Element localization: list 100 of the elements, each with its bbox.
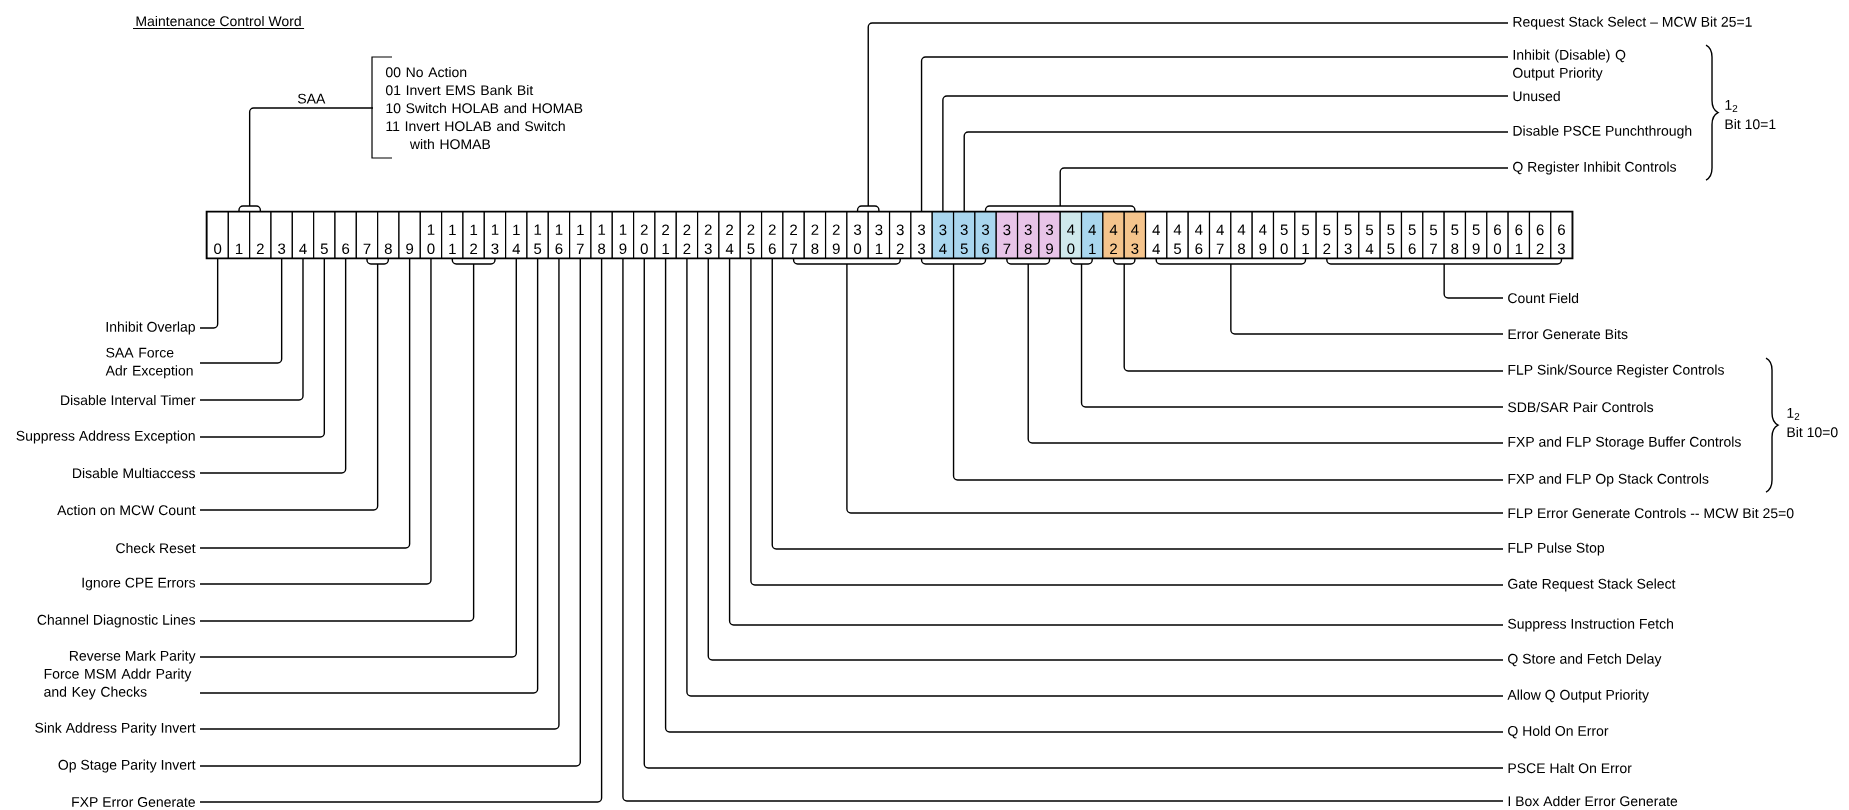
bit-cell: 1 0 — [419, 211, 443, 259]
bit-cell: 4 8 — [1230, 211, 1253, 259]
bit-cell: 5 7 — [1422, 211, 1445, 259]
leader-line — [238, 107, 374, 213]
bit-cell: 6 2 — [1528, 211, 1552, 259]
bit-cell: 1 — [227, 211, 251, 259]
leader-line — [199, 257, 304, 401]
bit-cell: 5 9 — [1464, 211, 1488, 259]
field-label: Inhibit (Disable) Q Output Priority — [1513, 49, 1626, 81]
bit-cell: 3 4 — [931, 211, 955, 259]
field-label: Disable Multiaccess — [73, 467, 196, 479]
bit-cell: 2 1 — [654, 211, 677, 259]
bit-cell: 7 — [355, 211, 379, 259]
leader-line — [199, 257, 411, 549]
field-label: PSCE Halt On Error — [1508, 762, 1632, 774]
field-label: FXP and FLP Op Stack Controls — [1508, 473, 1709, 487]
bit-cell: 6 0 — [1486, 211, 1509, 259]
bit-cell: 3 0 — [846, 211, 869, 259]
bit-cell: 1 6 — [547, 211, 571, 259]
bit-cell: 2 6 — [761, 211, 784, 259]
bit-cell: 1 2 — [462, 211, 485, 259]
bit-cell: 2 4 — [718, 211, 741, 259]
bit-cell: 5 8 — [1443, 211, 1467, 259]
bit-cell: 1 7 — [569, 211, 592, 259]
field-label: Q Register Inhibit Controls — [1513, 161, 1677, 175]
bit-cell: 3 6 — [974, 211, 997, 259]
edge-label: SAA — [297, 93, 326, 104]
leader-line — [199, 257, 325, 438]
bit-cell: 3 — [270, 211, 293, 259]
bit-cell: 1 3 — [483, 211, 507, 259]
bit-cell: 2 3 — [697, 211, 720, 259]
bit-cell: 4 — [291, 211, 315, 259]
field-label: Q Store and Fetch Delay — [1508, 653, 1662, 667]
field-label: Suppress Instruction Fetch — [1508, 618, 1673, 632]
bit-cell: 4 6 — [1187, 211, 1211, 259]
leader-line — [1112, 257, 1504, 372]
bit-cell: 2 5 — [739, 211, 763, 259]
bit-cell: 1 9 — [611, 211, 635, 259]
bit-cell: 1 5 — [526, 211, 549, 259]
field-label: Gate Request Stack Select — [1508, 578, 1676, 592]
field-label: Sink Address Parity Invert — [35, 722, 196, 736]
field-label: FXP and FLP Storage Buffer Controls — [1508, 436, 1741, 450]
bit-cell: 5 3 — [1336, 211, 1360, 259]
bit-cell: 5 4 — [1358, 211, 1381, 259]
field-label: Q Hold On Error — [1508, 725, 1609, 739]
bit-cell: 6 1 — [1507, 211, 1531, 259]
leader-line — [856, 22, 1509, 213]
bit-cell: 5 2 — [1315, 211, 1339, 259]
bit-cell: 3 5 — [952, 211, 976, 259]
bit-cell: 9 — [398, 211, 421, 259]
bit-cell: 5 1 — [1294, 211, 1317, 259]
leader-line — [1326, 257, 1563, 299]
field-label: Ignore CPE Errors — [82, 577, 196, 591]
bit-cell: 6 — [334, 211, 357, 259]
field-label: Count Field — [1508, 292, 1579, 304]
bit-cell: 4 4 — [1144, 211, 1168, 259]
leader-line — [1070, 257, 1504, 408]
field-label: FLP Error Generate Controls -- MCW Bit 25=0 — [1508, 507, 1794, 519]
bit-cell: 6 3 — [1550, 211, 1573, 259]
bit-cell: 5 6 — [1400, 211, 1424, 259]
field-label: Unused — [1513, 90, 1560, 102]
field-label: Action on MCW Count — [57, 504, 196, 516]
leader-line — [199, 257, 283, 364]
bit-cell: 4 0 — [1059, 211, 1083, 259]
bit-cell: 1 8 — [590, 211, 613, 259]
field-label: Error Generate Bits — [1508, 328, 1628, 340]
bit-cell: 5 0 — [1272, 211, 1296, 259]
leader-line — [199, 257, 432, 585]
bit-cell: 4 7 — [1208, 211, 1232, 259]
bit-cell: 5 5 — [1379, 211, 1403, 259]
field-label: FLP Pulse Stop — [1508, 542, 1605, 556]
leader-line — [1155, 257, 1504, 335]
bit-cell: 2 0 — [633, 211, 656, 259]
field-label: Reverse Mark Parity — [69, 650, 196, 664]
bit-cell: 4 3 — [1123, 211, 1147, 259]
brace-label: Bit 10=0 — [1787, 426, 1838, 438]
bit-cell: 3 9 — [1038, 211, 1061, 259]
brace-label: Bit 10=1 — [1725, 118, 1776, 130]
bit-cell: 2 8 — [803, 211, 827, 259]
leader-line — [942, 95, 1509, 213]
field-label: Force MSM Addr Parity and Key Checks — [44, 668, 192, 700]
field-label: SDB/SAR Pair Controls — [1508, 401, 1654, 413]
bit-cell: 4 1 — [1080, 211, 1104, 259]
brace-label: 1$_{2}$ — [1787, 408, 1800, 420]
field-label: I Box Adder Error Generate — [1508, 795, 1678, 807]
bit-cell: 0 — [206, 211, 229, 259]
bit-cell: 2 — [249, 211, 272, 259]
bit-cell: 1 1 — [441, 211, 464, 259]
bit-cell: 2 9 — [825, 211, 848, 259]
field-label: FLP Sink/Source Register Controls — [1508, 364, 1724, 378]
field-label: Suppress Address Exception — [16, 430, 195, 444]
field-label: Disable PSCE Punchthrough — [1513, 125, 1692, 139]
bit-cell: 3 8 — [1016, 211, 1040, 259]
bit-cell: 4 9 — [1251, 211, 1275, 259]
leader-line — [199, 257, 347, 474]
field-label: Request Stack Select – MCW Bit 25=1 — [1513, 16, 1752, 30]
leader-line — [963, 131, 1509, 213]
bit-cell: 4 5 — [1166, 211, 1189, 259]
field-label: Check Reset — [116, 542, 196, 554]
leader-line — [920, 56, 1509, 213]
